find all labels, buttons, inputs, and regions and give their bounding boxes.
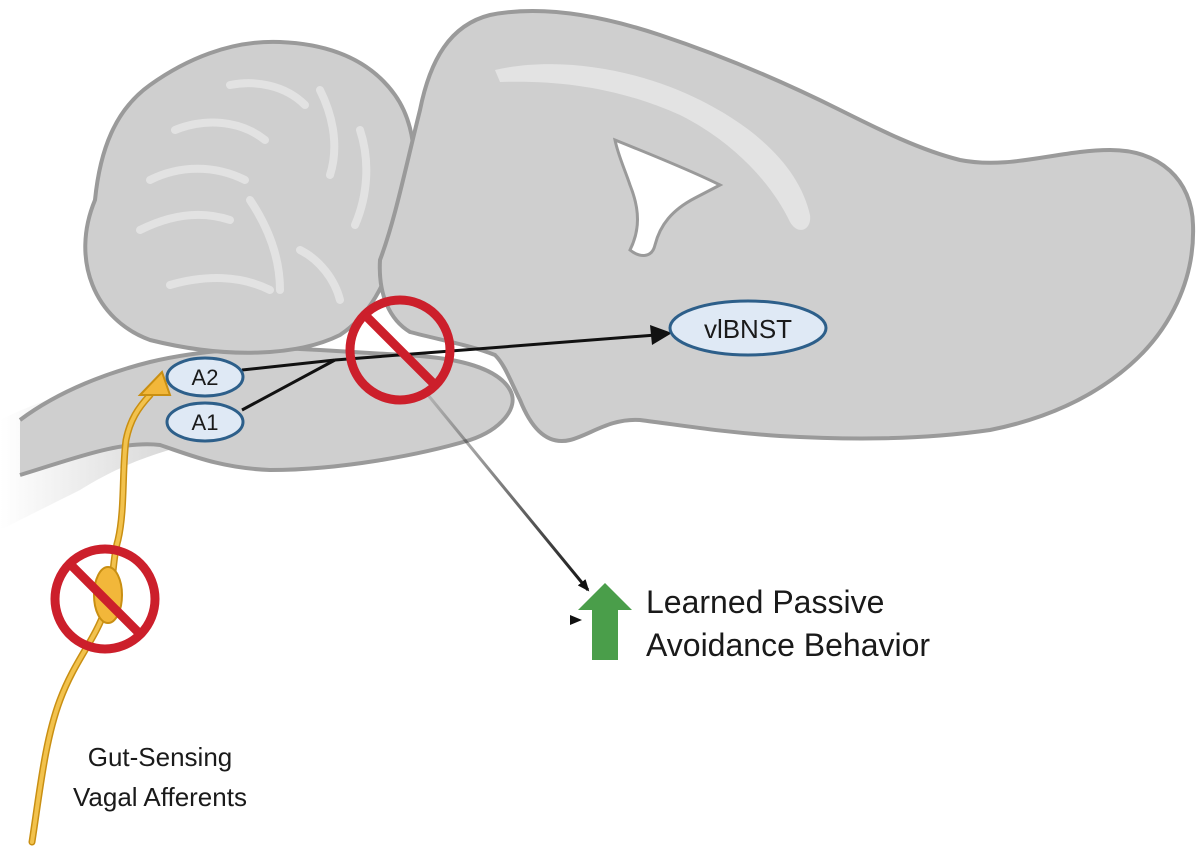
cerebellum-folia	[136, 79, 371, 304]
brain-silhouette	[0, 9, 1196, 530]
brainstem	[18, 346, 515, 477]
node-vlbnst: vlBNST	[668, 299, 828, 357]
a1-label: A1	[192, 410, 219, 435]
neuron-label: Gut-Sensing Vagal Afferents	[73, 742, 247, 812]
pathway-to-behavior-arrow	[426, 394, 590, 592]
node-a1: A1	[165, 401, 245, 443]
corpus-callosum	[495, 64, 811, 230]
inhibition-symbol	[345, 295, 455, 405]
node-a2: A2	[165, 356, 245, 398]
a1-projection	[241, 358, 336, 412]
cerebrum	[377, 9, 1196, 444]
a2-projection	[241, 358, 336, 372]
a2-label: A2	[192, 365, 219, 390]
inhibition-symbol	[50, 544, 160, 654]
projection-to-vlbnst	[334, 333, 657, 362]
up-arrow-icon	[578, 583, 632, 660]
outcome-line-1: Learned Passive	[646, 584, 884, 620]
neuron-terminal-icon	[137, 370, 172, 396]
outcome-label: Learned Passive Avoidance Behavior	[646, 584, 930, 663]
neuron-line-1: Gut-Sensing	[88, 742, 233, 772]
vlbnst-arrowhead	[650, 325, 672, 345]
pathway-lines	[165, 325, 672, 625]
vlbnst-label: vlBNST	[704, 314, 792, 344]
outcome-line-2: Avoidance Behavior	[646, 627, 930, 663]
neuron-line-2: Vagal Afferents	[73, 782, 247, 812]
ventricle	[612, 137, 724, 257]
